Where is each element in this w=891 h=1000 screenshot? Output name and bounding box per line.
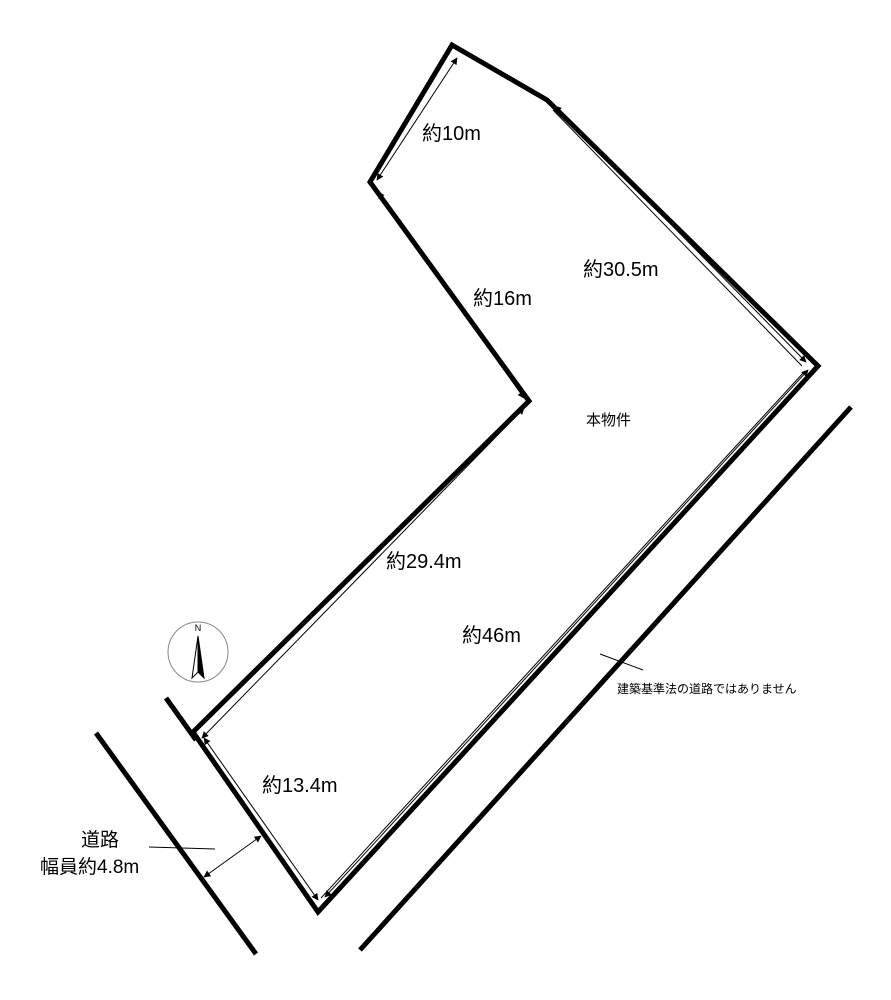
- north-arrow-icon: N: [167, 621, 229, 683]
- property-label: 本物件: [586, 412, 631, 429]
- road-edge-left: [93, 731, 259, 956]
- dimension-right-upper: 約30.5m: [583, 258, 659, 281]
- dimension-right-lower: 約46m: [462, 624, 521, 647]
- road-edge-near-lot: [163, 696, 199, 742]
- side-path-leader: [599, 653, 644, 671]
- compass-label: N: [195, 623, 202, 633]
- side-path-note: 建築基準法の道路ではありません: [617, 681, 797, 696]
- side-path-edge: [358, 405, 853, 952]
- dimension-top-edge: 約10m: [422, 122, 481, 145]
- dimension-lines: [201, 57, 809, 901]
- road-title: 道路: [81, 829, 119, 851]
- dimension-bottom-edge: 約13.4m: [262, 774, 338, 797]
- road-label-leader: [148, 846, 216, 850]
- road-width: 幅員約4.8m: [40, 856, 139, 878]
- dimension-inner-upper: 約16m: [473, 287, 532, 310]
- dimension-inner-lower: 約29.4m: [386, 550, 462, 573]
